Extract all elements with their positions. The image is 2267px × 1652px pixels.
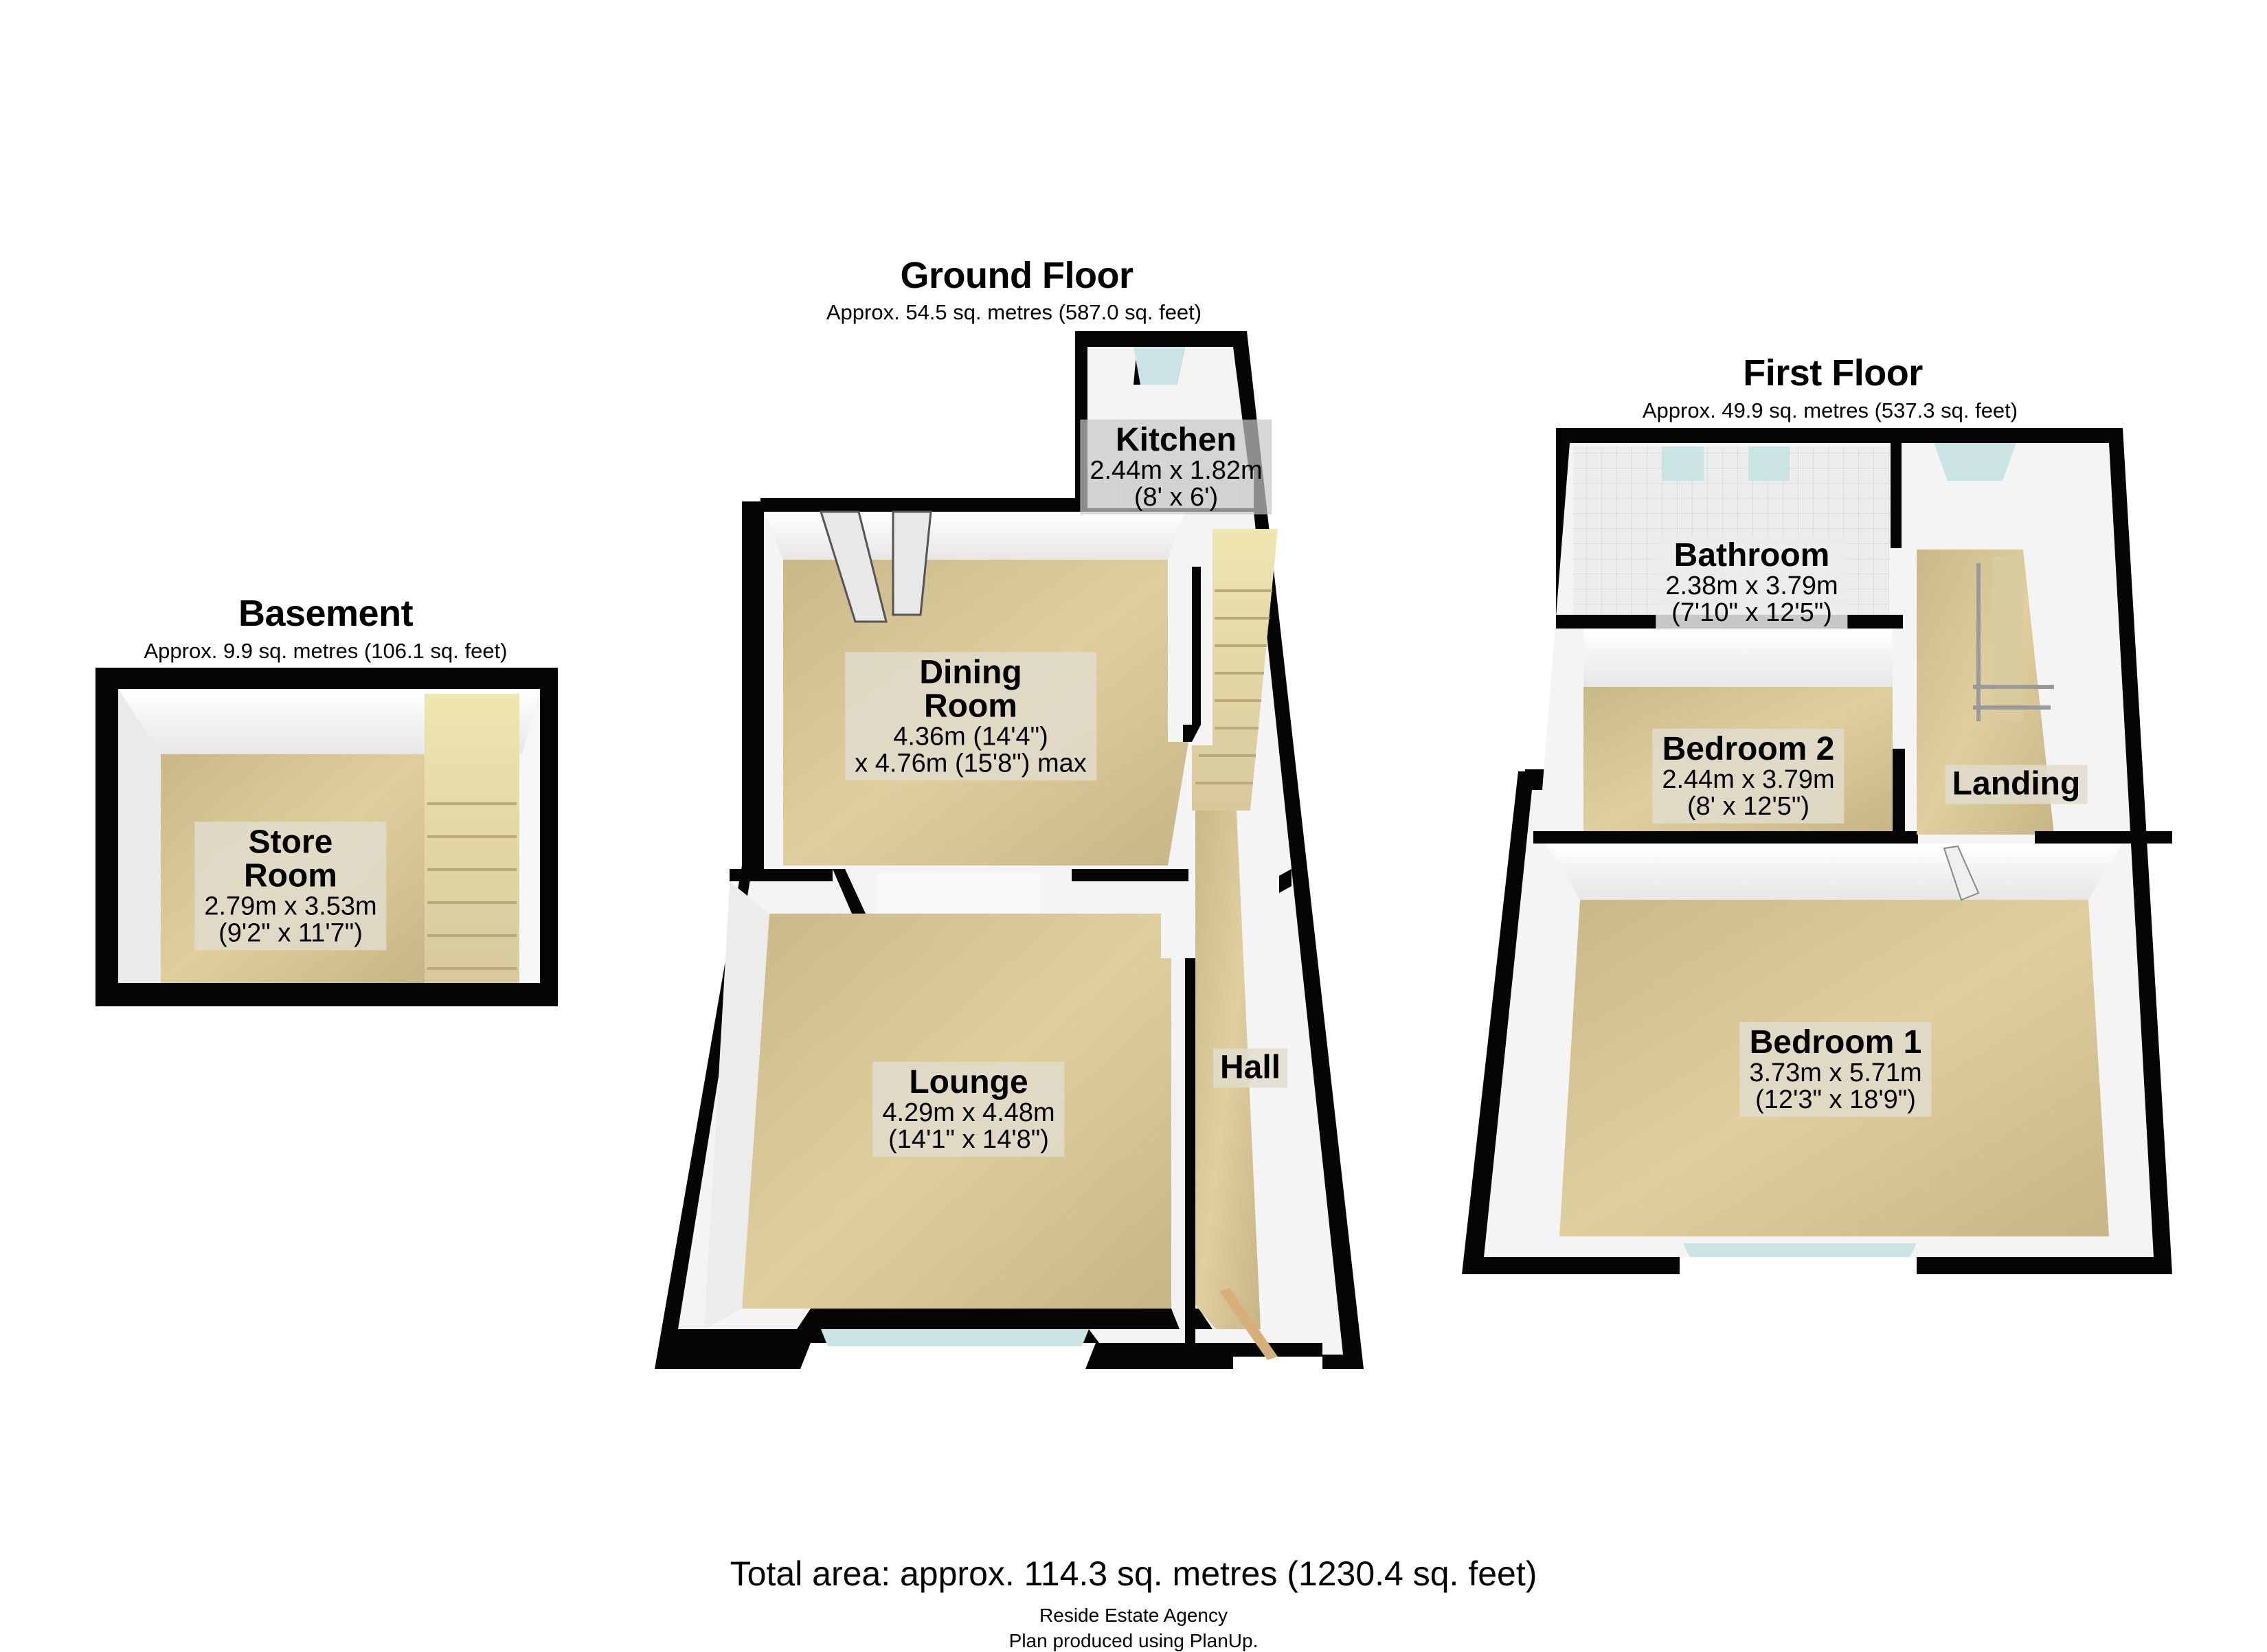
room-dimensions-imperial: (7'10" x 12'5") (1671, 598, 1832, 627)
plan-credit: Plan produced using PlanUp. (1008, 1630, 1259, 1651)
basement-stairs (425, 694, 519, 983)
room-dimensions-imperial: (9'2" x 11'7") (218, 918, 363, 947)
room-label-store-room: Store Room 2.79m x 3.53m (9'2" x 11'7") (194, 822, 387, 951)
room-label-bathroom: Bathroom 2.38m x 3.79m (7'10" x 12'5") (1656, 534, 1848, 631)
room-name: Landing (1952, 765, 2081, 802)
room-name: Lounge (909, 1063, 1028, 1100)
basement-area: Approx. 9.9 sq. metres (106.1 sq. feet) (144, 639, 508, 663)
room-name: Kitchen (1115, 421, 1237, 458)
room-label-hall: Hall (1213, 1048, 1288, 1088)
room-dimensions-metric: 4.29m x 4.48m (882, 1098, 1055, 1127)
room-dimensions-metric: 4.36m (14'4") (893, 722, 1048, 751)
room-name: Bedroom 1 (1749, 1023, 1922, 1061)
room-dimensions-metric: 2.44m x 1.82m (1090, 455, 1263, 485)
agency-name: Reside Estate Agency (1039, 1605, 1228, 1626)
room-name: Bathroom (1673, 536, 1830, 574)
room-dimensions-imperial: (8' x 12'5") (1687, 791, 1809, 821)
basement-title: Basement (238, 593, 414, 634)
room-label-landing: Landing (1945, 765, 2088, 804)
total-area: Total area: approx. 114.3 sq. metres (12… (730, 1554, 1537, 1593)
room-name: Store (248, 824, 333, 861)
ground-floor-stairs (1192, 529, 1278, 811)
room-dimensions-metric: 2.44m x 3.79m (1662, 765, 1835, 794)
room-label-dining-room: Dining Room 4.36m (14'4") x 4.76m (15'8"… (845, 652, 1096, 781)
room-dimensions-metric: 3.73m x 5.71m (1749, 1058, 1922, 1087)
room-dimensions-metric: 2.79m x 3.53m (204, 892, 377, 921)
room-dimensions-imperial: x 4.76m (15'8") max (855, 748, 1087, 778)
room-dimensions-metric: 2.38m x 3.79m (1665, 571, 1838, 600)
room-label-kitchen: Kitchen 2.44m x 1.82m (8' x 6') (1080, 419, 1272, 515)
first-floor-area: Approx. 49.9 sq. metres (537.3 sq. feet) (1642, 398, 2018, 422)
room-dimensions-imperial: (12'3" x 18'9") (1755, 1085, 1916, 1114)
first-floor-title: First Floor (1743, 352, 1923, 394)
room-label-bedroom-2: Bedroom 2 2.44m x 3.79m (8' x 12'5") (1652, 728, 1845, 824)
first-floor-stairs (1973, 556, 2054, 721)
room-name: Bedroom 2 (1662, 730, 1835, 767)
ground-floor-area: Approx. 54.5 sq. metres (587.0 sq. feet) (826, 300, 1202, 324)
room-dimensions-imperial: (14'1" x 14'8") (888, 1124, 1049, 1154)
room-dimensions-imperial: (8' x 6') (1134, 482, 1219, 512)
room-name: Dining (919, 654, 1022, 691)
room-name: Room (244, 857, 337, 894)
ground-floor-title: Ground Floor (900, 255, 1134, 296)
room-name: Hall (1219, 1049, 1281, 1086)
room-name: Room (924, 688, 1017, 725)
room-label-bedroom-1: Bedroom 1 3.73m x 5.71m (12'3" x 18'9") (1739, 1021, 1932, 1118)
room-label-lounge: Lounge 4.29m x 4.48m (14'1" x 14'8") (872, 1061, 1065, 1157)
